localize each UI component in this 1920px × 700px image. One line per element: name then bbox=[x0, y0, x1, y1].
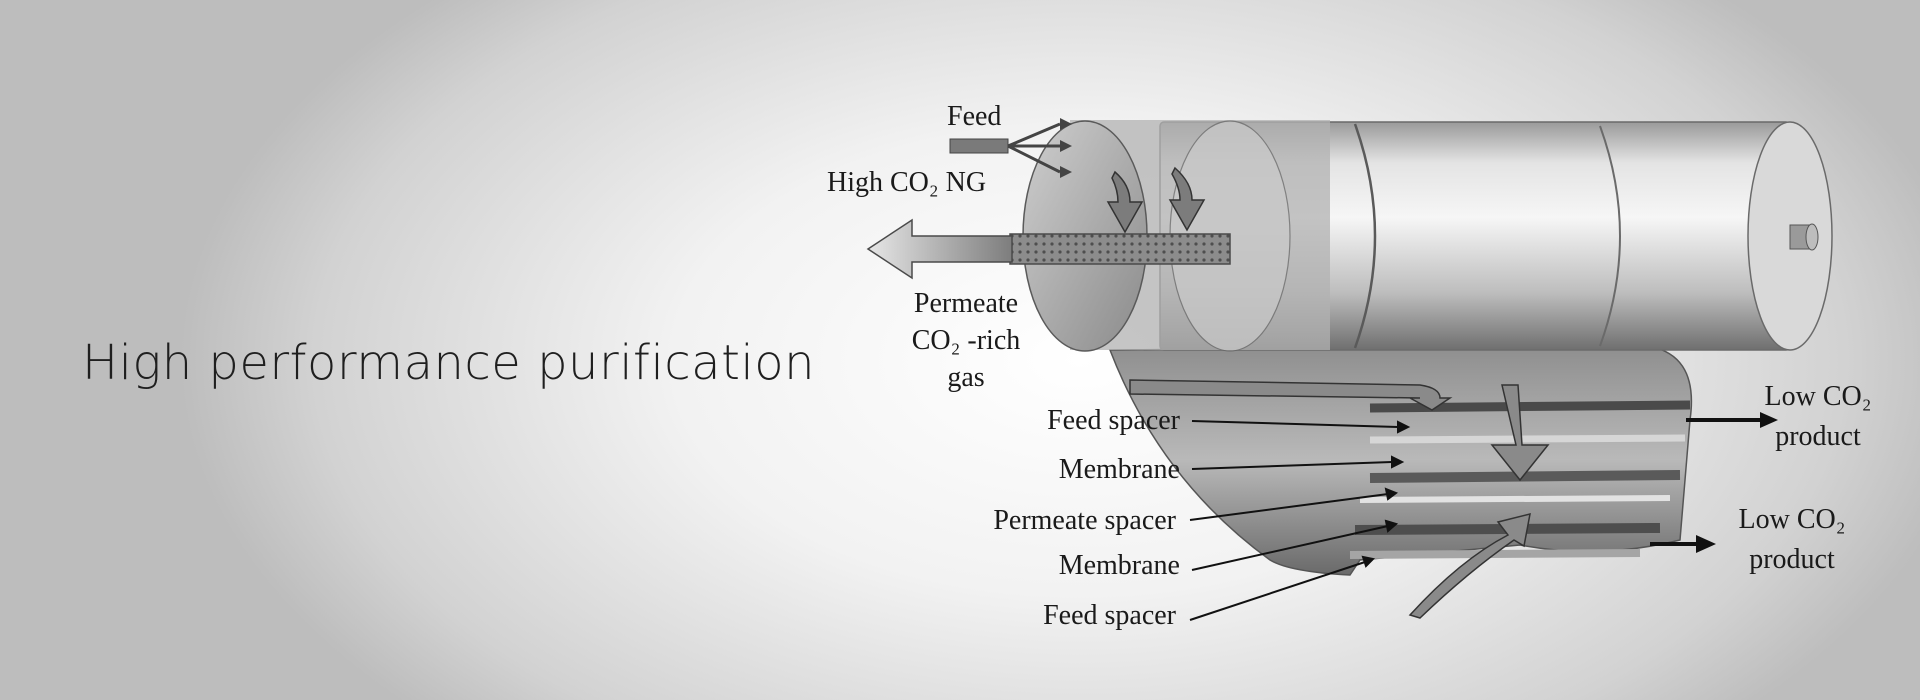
low-co2-bottom-label: Low CO₂ bbox=[1739, 504, 1846, 535]
feed-gas-label: High CO₂ NG bbox=[827, 167, 986, 198]
layer-label-feed-spacer-bottom: Feed spacer bbox=[1043, 600, 1177, 631]
low-co2-product-arrow-top-icon bbox=[1686, 412, 1778, 428]
permeate-label: Permeate bbox=[914, 288, 1018, 319]
permeate-flow-arrow-icon bbox=[1129, 379, 1453, 411]
permeate-co2-rich-label: CO₂ -rich bbox=[912, 325, 1021, 356]
slide-title: High performance purification bbox=[82, 335, 816, 391]
membrane-sheets bbox=[1108, 344, 1693, 576]
layer-label-feed-spacer-top: Feed spacer bbox=[1047, 405, 1181, 436]
feed-label: Feed bbox=[947, 101, 1001, 132]
permeate-gas-label: gas bbox=[947, 362, 984, 393]
feed-flow-down-arrow-icon bbox=[1490, 384, 1550, 482]
feed-flow-up-arrow-icon bbox=[1408, 512, 1531, 619]
flow-down-arrows-icon bbox=[1106, 166, 1206, 234]
layer-leader-lines bbox=[1189, 420, 1411, 621]
layer-label-permeate-spacer: Permeate spacer bbox=[993, 505, 1176, 536]
permeate-tube bbox=[1009, 233, 1231, 265]
low-co2-top-product-label: product bbox=[1775, 421, 1861, 452]
layer-label-membrane-bottom: Membrane bbox=[1059, 550, 1180, 581]
layer-label-membrane-top: Membrane bbox=[1059, 454, 1180, 485]
low-co2-bottom-product-label: product bbox=[1749, 544, 1835, 575]
low-co2-product-arrow-bottom-icon bbox=[1650, 535, 1716, 553]
low-co2-top-label: Low CO₂ bbox=[1765, 381, 1872, 412]
permeate-outlet-arrow-icon bbox=[866, 218, 1013, 280]
feed-inlet-arrow-icon bbox=[949, 118, 1072, 178]
